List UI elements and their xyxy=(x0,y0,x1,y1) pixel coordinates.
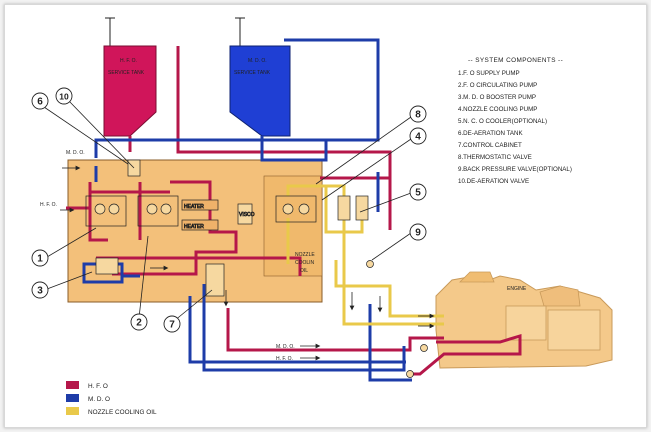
component-item: 7.CONTROL CABINET xyxy=(458,142,522,149)
callout-leaders xyxy=(43,99,412,322)
legend-swatch-nozzle-oil xyxy=(66,407,79,415)
component-item: 6.DE-AERATION TANK xyxy=(458,130,524,137)
mdo-inlet-label: M. D. O. xyxy=(66,150,85,156)
callout-3: 3 xyxy=(37,286,43,297)
hfo-bottom-label: H. F. O. xyxy=(276,356,293,362)
component-item: 3.M. D. O BOOSTER PUMP xyxy=(458,94,536,101)
legend-label-hfo: H. F. O xyxy=(88,383,108,390)
component-item: 8.THERMOSTATIC VALVE xyxy=(458,154,532,161)
nozzle-label-1: NOZZLE xyxy=(295,252,315,258)
components-title: -- SYSTEM COMPONENTS -- xyxy=(468,57,563,64)
hfo-inlet-label: H. F. O. xyxy=(40,202,57,208)
legend-label-nozzle-oil: NOZZLE COOLING OIL xyxy=(88,409,157,416)
callout-10: 10 xyxy=(59,92,69,102)
hfo-tank-subtitle: SERVICE TANK xyxy=(108,70,145,76)
mdo-tank-subtitle: SERVICE TANK xyxy=(234,70,271,76)
legend-label-mdo: M. D. O xyxy=(88,396,110,403)
visco-label: VISCO xyxy=(239,212,255,218)
system-components-list: -- SYSTEM COMPONENTS -- 1.F. O SUPPLY PU… xyxy=(458,57,572,185)
component-item: 10.DE-AERATION VALVE xyxy=(458,178,529,185)
legend-swatch-mdo xyxy=(66,394,79,402)
component-item: 5.N. C. O COOLER(OPTIONAL) xyxy=(458,118,547,125)
flow-arrows xyxy=(60,165,435,361)
mdo-bottom-label: M. D. O. xyxy=(276,344,295,350)
callouts: 1 2 3 4 5 6 7 8 9 10 xyxy=(31,87,427,333)
mdo-tank-title: M. D. O. xyxy=(248,58,267,64)
legend: H. F. O M. D. O NOZZLE COOLING OIL xyxy=(66,381,157,416)
callout-6: 6 xyxy=(37,97,43,108)
engine-label: ENGINE xyxy=(507,286,527,292)
nozzle-label-2: COOLIN xyxy=(295,260,315,266)
engine: ENGINE xyxy=(435,271,613,369)
nozzle-oil-piping xyxy=(286,184,444,326)
callout-1: 1 xyxy=(37,254,43,265)
callout-8: 8 xyxy=(415,110,421,121)
callout-2: 2 xyxy=(136,318,142,329)
component-item: 1.F. O SUPPLY PUMP xyxy=(458,70,520,77)
legend-swatch-hfo xyxy=(66,381,79,389)
nozzle-label-3: OIL xyxy=(300,268,308,274)
callout-5: 5 xyxy=(415,188,421,199)
callout-4: 4 xyxy=(415,132,421,143)
callout-9: 9 xyxy=(415,228,421,239)
equipment: HEATER HEATER VISCO xyxy=(85,159,428,378)
callout-7: 7 xyxy=(169,320,175,331)
component-item: 4.NOZZLE COOLING PUMP xyxy=(458,106,537,113)
hfo-service-tank: H. F. O. SERVICE TANK xyxy=(103,17,157,137)
mdo-service-tank: M. D. O. SERVICE TANK xyxy=(229,17,291,137)
hfo-tank-title: H. F. O. xyxy=(120,58,137,64)
hfo-piping xyxy=(66,46,522,376)
component-item: 9.BACK PRESSURE VALVE(OPTIONAL) xyxy=(458,166,572,173)
heater-2-label: HEATER xyxy=(184,224,204,230)
component-item: 2.F. O CIRCULATING PUMP xyxy=(458,82,537,89)
heater-1-label: HEATER xyxy=(184,204,204,210)
